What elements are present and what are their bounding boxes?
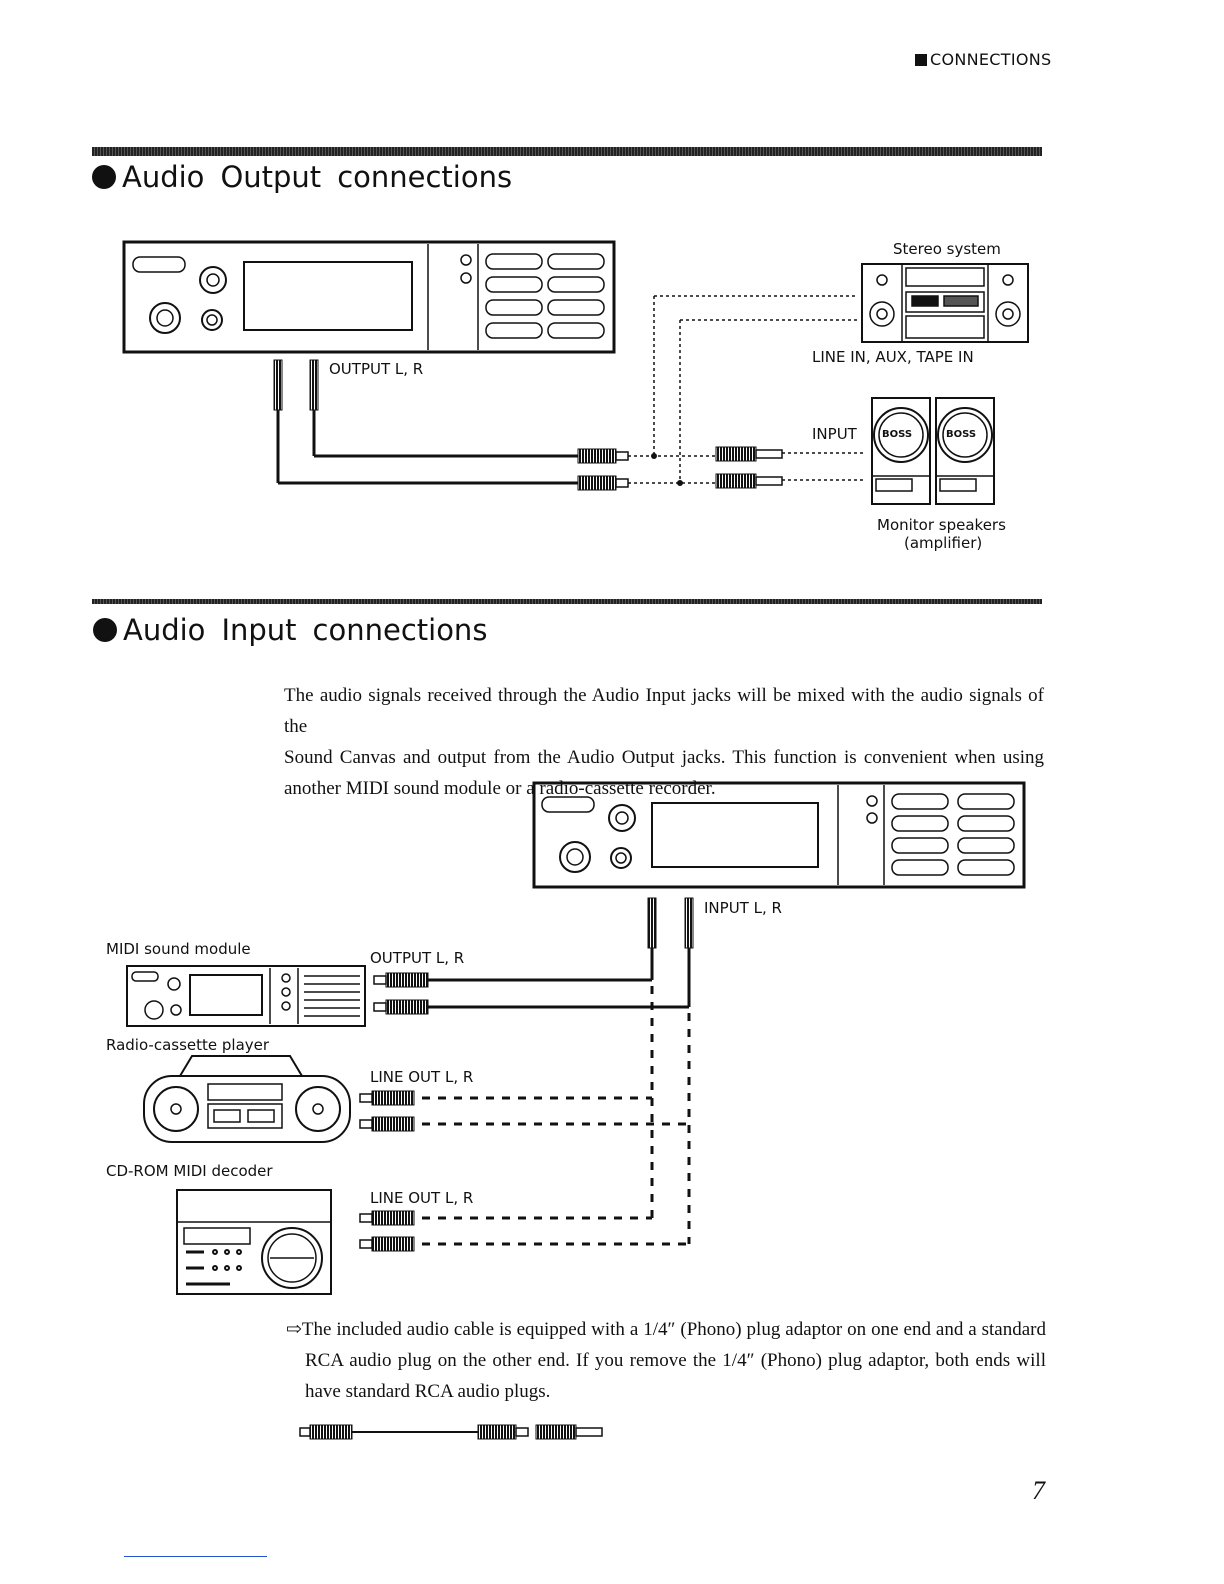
bullet-dot-icon bbox=[92, 165, 116, 189]
midi-sound-module-icon bbox=[126, 965, 366, 1027]
boss-logo-right: BOSS bbox=[946, 429, 977, 440]
stereo-system-label: Stereo system bbox=[893, 240, 1001, 258]
sound-canvas-unit bbox=[122, 240, 616, 354]
input-lr-label: INPUT L, R bbox=[704, 899, 782, 917]
adaptor-plugs bbox=[715, 446, 783, 489]
audio-cable-illustration bbox=[299, 1424, 603, 1440]
stereo-system-icon bbox=[861, 263, 1029, 343]
section-rule bbox=[92, 599, 1042, 604]
cdrom-decoder-label: CD-ROM MIDI decoder bbox=[106, 1162, 273, 1180]
output-lr-label: OUTPUT L, R bbox=[329, 360, 424, 378]
input-paragraph: The audio signals received through the A… bbox=[284, 685, 1044, 799]
amplifier-label: (amplifier) bbox=[904, 534, 983, 552]
square-bullet-icon bbox=[915, 54, 927, 66]
input-plugs bbox=[428, 897, 694, 1009]
monitor-speakers-icon bbox=[871, 397, 995, 505]
input-label: INPUT bbox=[812, 425, 857, 443]
header-label: CONNECTIONS bbox=[930, 50, 1052, 69]
footer-link-underline bbox=[124, 1556, 267, 1557]
line-out-label: LINE OUT L, R bbox=[370, 1068, 474, 1086]
stereo-routing bbox=[628, 295, 864, 484]
cable-note: ⇨The included audio cable is equipped wi… bbox=[286, 1319, 1046, 1402]
page-header: CONNECTIONS bbox=[915, 50, 1052, 69]
line-out-label: LINE OUT L, R bbox=[370, 1189, 474, 1207]
radio-cassette-label: Radio-cassette player bbox=[106, 1036, 270, 1054]
midi-module-label: MIDI sound module bbox=[106, 940, 251, 958]
monitor-speakers-label: Monitor speakers bbox=[877, 516, 1006, 534]
bullet-dot-icon bbox=[93, 618, 117, 642]
radio-cassette-icon bbox=[143, 1055, 351, 1143]
boss-logo-left: BOSS bbox=[882, 429, 913, 440]
section-rule bbox=[92, 147, 1042, 156]
output-lr-label: OUTPUT L, R bbox=[370, 949, 465, 967]
output-plugs bbox=[273, 359, 629, 491]
source-plugs bbox=[359, 972, 429, 1252]
line-in-label: LINE IN, AUX, TAPE IN bbox=[812, 348, 974, 366]
cdrom-decoder-icon bbox=[176, 1189, 332, 1295]
arrow-icon: ⇨ bbox=[286, 1319, 302, 1340]
page-number: 7 bbox=[1032, 1476, 1045, 1505]
